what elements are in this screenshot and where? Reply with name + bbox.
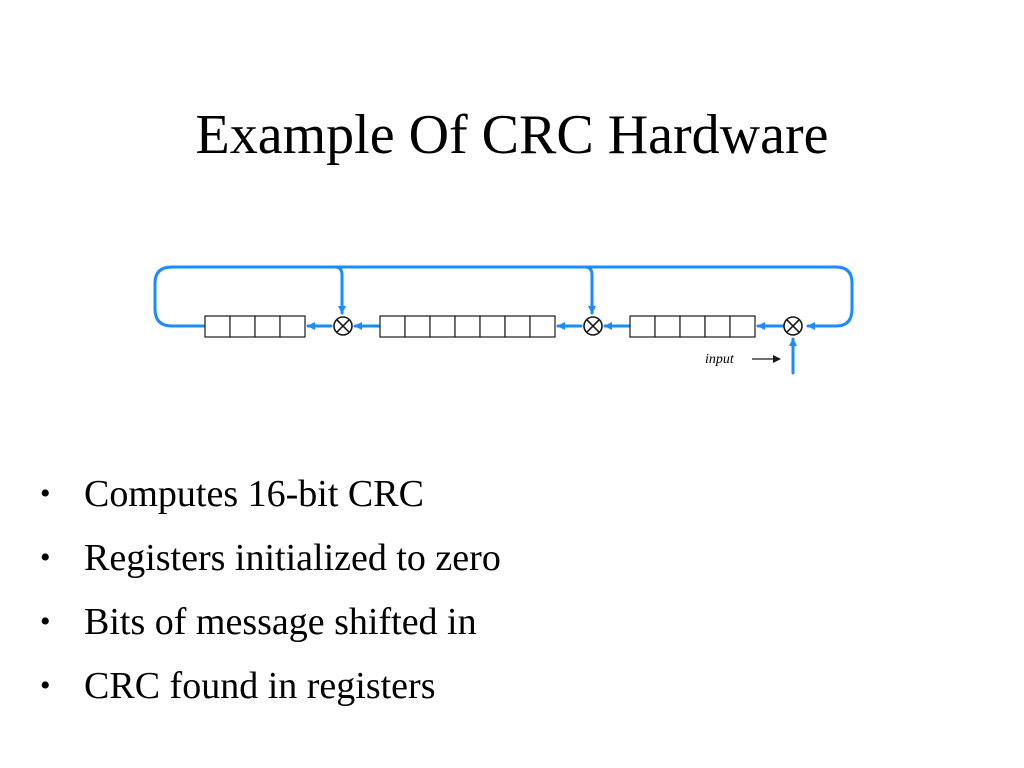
middle-register [379, 315, 556, 338]
bullet-marker: • [40, 541, 51, 574]
bullet-item: • Registers initialized to zero [40, 526, 501, 590]
xor-gate-right [783, 316, 803, 336]
bullet-text: Computes 16-bit CRC [84, 473, 424, 515]
register-cell [404, 315, 431, 338]
register-cell [529, 315, 556, 338]
bullet-marker: • [40, 477, 51, 510]
bullet-text: Registers initialized to zero [84, 537, 501, 579]
bullet-marker: • [40, 669, 51, 702]
feedback-wire [153, 265, 854, 330]
left-register [204, 315, 306, 338]
register-cell [729, 315, 756, 338]
bullet-text: CRC found in registers [84, 665, 436, 707]
input-label: input [705, 352, 735, 367]
register-cell [679, 315, 706, 338]
register-cell [254, 315, 281, 338]
bullet-marker: • [40, 605, 51, 638]
register-cell [704, 315, 731, 338]
bullet-list: • Computes 16-bit CRC • Registers initiali… [40, 462, 501, 718]
register-cell [279, 315, 306, 338]
register-cell [504, 315, 531, 338]
register-cell [629, 315, 656, 338]
feedback-tap-left [333, 265, 346, 315]
right-register [629, 315, 756, 338]
register-cell [429, 315, 456, 338]
register-cell [379, 315, 406, 338]
feedback-tap-middle [583, 265, 596, 315]
register-cell [204, 315, 231, 338]
register-cell [229, 315, 256, 338]
register-cell [454, 315, 481, 338]
bullet-item: • Computes 16-bit CRC [40, 462, 501, 526]
bullet-item: • Bits of message shifted in [40, 590, 501, 654]
xor-gate-left [333, 316, 353, 336]
register-cell [654, 315, 681, 338]
bullet-item: • CRC found in registers [40, 654, 501, 718]
xor-gate-middle [583, 316, 603, 336]
slide-title: Example Of CRC Hardware [195, 104, 829, 166]
crc-circuit-diagram: input [153, 265, 854, 375]
bullet-text: Bits of message shifted in [84, 601, 477, 643]
register-cell [479, 315, 506, 338]
